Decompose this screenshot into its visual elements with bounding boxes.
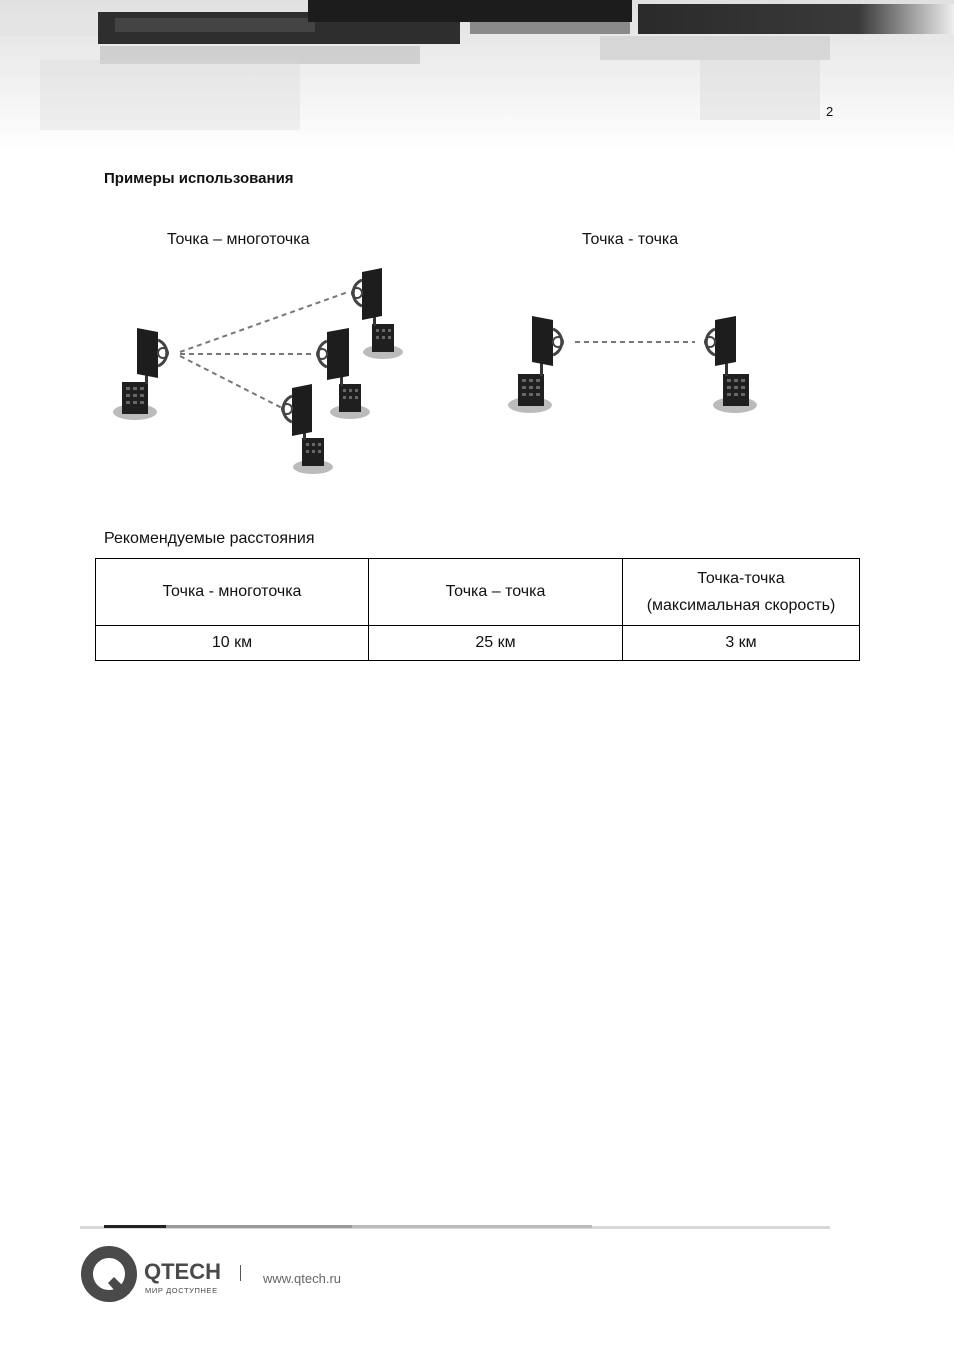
point-to-multipoint-diagram [113, 268, 403, 474]
footer-website-link[interactable]: www.qtech.ru [263, 1271, 342, 1286]
logo-wordmark: QTECH [144, 1259, 221, 1284]
subscriber-station-3-icon [281, 384, 333, 474]
value-ptmp: 10 км [95, 625, 369, 661]
section-heading: Примеры использования [104, 170, 294, 187]
station-b-icon [704, 316, 757, 413]
value-ptp-max-speed: 3 км [622, 625, 860, 661]
qtech-logo: QTECH МИР ДОСТУПНЕЕ [80, 1243, 240, 1307]
radio-link-lines [179, 291, 349, 409]
distances-heading: Рекомендуемые расстояния [104, 530, 315, 547]
station-a-icon [508, 316, 564, 413]
logo-tagline: МИР ДОСТУПНЕЕ [145, 1286, 218, 1295]
point-to-multipoint-caption: Точка – многоточка [167, 231, 310, 248]
column-header-ptp-max-speed: Точка-точка (максимальная скорость) [622, 558, 860, 626]
subscriber-station-1-icon [351, 268, 403, 359]
table-header-row: Точка - многоточка Точка – точка Точка-т… [95, 558, 860, 626]
footer-divider [80, 1225, 830, 1229]
column-header-ptp: Точка – точка [368, 558, 623, 626]
footer-separator [240, 1265, 241, 1281]
table-row: 10 км 25 км 3 км [95, 625, 860, 661]
column-header-ptmp: Точка - многоточка [95, 558, 369, 626]
value-ptp: 25 км [368, 625, 623, 661]
subscriber-station-2-icon [316, 328, 370, 419]
page-number: 2 [826, 104, 834, 119]
point-to-point-caption: Точка - точка [582, 231, 679, 248]
distances-table: Точка - многоточка Точка – точка Точка-т… [95, 558, 860, 661]
base-station-icon [113, 328, 169, 420]
header-decoration [0, 0, 954, 150]
qtech-logo-mark: QTECH МИР ДОСТУПНЕЕ [81, 1246, 221, 1302]
point-to-point-diagram [508, 316, 757, 413]
